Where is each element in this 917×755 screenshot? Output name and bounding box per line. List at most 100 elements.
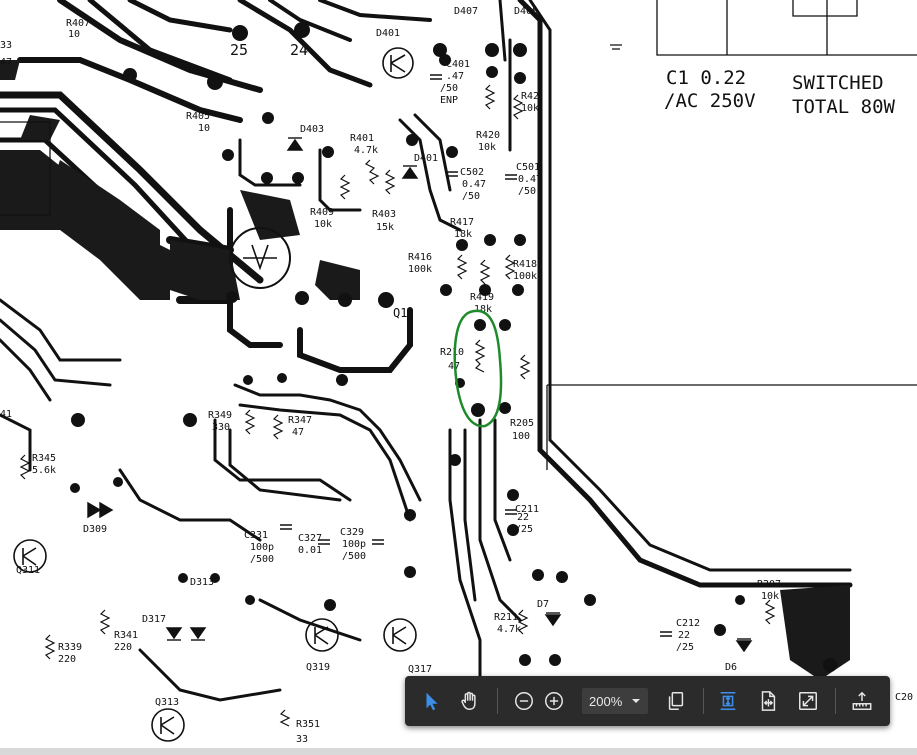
label: 0.01 [298,545,322,556]
label: R420 [476,130,500,141]
label: 10k [478,142,496,153]
label: 100p [342,539,366,550]
label: R347 [288,415,312,426]
label: 33 [0,40,12,51]
label: R210 [440,347,464,358]
label: D6 [725,662,737,673]
label: Q311 [16,565,40,576]
transistor-symbols [13,47,417,742]
hand-tool-button[interactable] [452,684,486,718]
label: ENP [440,95,458,106]
label: R403 [372,209,396,220]
capacitor-symbols [280,74,672,637]
label: C401 [446,59,470,70]
label: Q319 [306,662,330,673]
label: 47 [0,57,12,68]
label: R341 [114,630,138,641]
label: C329 [340,527,364,538]
green-circle-annotation [453,309,503,428]
label: R401 [350,133,374,144]
label: D309 [83,524,107,535]
zoom-in-icon [545,692,563,710]
zoom-in-button[interactable] [537,684,571,718]
fit-page-button[interactable] [751,684,785,718]
label: 220 [58,654,76,665]
label: 0.47 [518,174,542,185]
label: R349 [208,410,232,421]
dark-fill-areas [0,60,850,680]
floating-toolbar: 200% [405,676,890,726]
label: R207 [757,579,781,590]
label: C502 [460,167,484,178]
label: Q1 [393,306,407,320]
label: R419 [470,292,494,303]
label: D407 [454,6,478,17]
label: /25 [676,642,694,653]
label: /50 [462,191,480,202]
label: 100k [513,271,537,282]
label: 24 [290,41,308,59]
label: R416 [408,252,432,263]
label: R345 [32,453,56,464]
label: /50 [440,83,458,94]
page-display-button[interactable] [659,684,693,718]
hand-pan-icon [461,691,476,710]
zoom-level-value: 200% [589,693,623,709]
select-tool-button[interactable] [415,684,449,718]
label: 5.6k [32,465,56,476]
component-labels: R407 10 33 47 25 24 D401 C401 .47 /50 EN… [0,6,913,745]
label: R211 [494,612,518,623]
label: D408 [514,6,538,17]
label: D7 [537,599,549,610]
resistor-symbols [19,84,776,727]
label: 10k [521,103,539,114]
chevron-down-icon [629,698,643,704]
fit-height-button[interactable] [711,684,745,718]
label: R407 [66,18,90,29]
total-power-label: TOTAL 80W [792,96,896,118]
toolbar-separator [497,688,498,714]
zoom-level-dropdown[interactable]: 200% [582,688,648,714]
label: C20 [895,692,913,703]
label: /500 [250,554,274,565]
label: C331 [244,530,268,541]
label: 100k [408,264,432,275]
label: 10k [314,219,332,230]
label: 18k [474,304,492,315]
label: 15k [376,222,394,233]
label: 100 [512,431,530,442]
toolbar-separator [835,688,836,714]
label: 10 [198,123,210,134]
label: 25 [230,41,248,59]
label: .47 [446,71,464,82]
label: /50 [518,186,536,197]
label: 100p [250,542,274,553]
label: 47 [292,427,304,438]
label: C327 [298,533,322,544]
diode-symbols [87,137,753,653]
label: 4.7k [354,145,378,156]
toolbar-separator [703,688,704,714]
label: R405 [186,111,210,122]
label: D403 [300,124,324,135]
zoom-out-button[interactable] [507,684,541,718]
label: 4.7k [497,624,521,635]
label: D317 [142,614,166,625]
viewer-bottom-scrollbar[interactable] [0,748,917,755]
full-screen-button[interactable] [791,684,825,718]
label: R418 [513,259,537,270]
label: 22 [517,512,529,523]
label: Q317 [408,664,432,675]
measure-tool-button[interactable] [845,684,879,718]
label: 33 [296,734,308,745]
copy-pages-icon [668,692,684,710]
label: R351 [296,719,320,730]
c1-rating-line2: /AC 250V [664,90,756,112]
label: 0.47 [462,179,486,190]
label: D401 [414,153,438,164]
label: R42 [521,91,539,102]
measure-ruler-icon [852,691,872,710]
zoom-out-icon [515,692,533,710]
